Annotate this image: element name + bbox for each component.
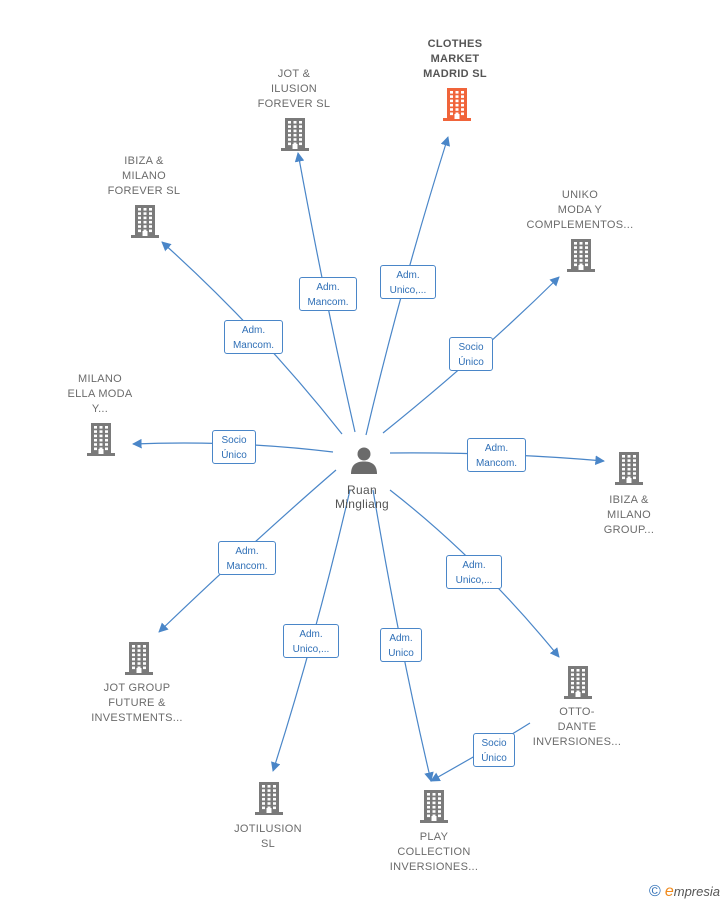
- company-label-clothes-market[interactable]: CLOTHES MARKET MADRID SL: [423, 38, 487, 80]
- building-icon: [281, 118, 309, 151]
- company-node-ibiza-milano-group[interactable]: [613, 451, 645, 490]
- relation-label-jot-ilusion[interactable]: Adm. Mancom.: [299, 277, 357, 311]
- relation-label-ibiza-milano-group[interactable]: Adm. Mancom.: [467, 438, 526, 472]
- relation-label-otto-dante[interactable]: Adm. Unico,...: [446, 555, 502, 589]
- company-label-play-collection[interactable]: PLAY COLLECTION INVERSIONES...: [389, 831, 479, 873]
- person-name[interactable]: Ruan Mingliang: [334, 483, 390, 511]
- building-icon: [443, 88, 471, 121]
- company-node-jot-group[interactable]: [123, 641, 155, 680]
- building-icon: [131, 205, 159, 238]
- company-label-ibiza-milano-group[interactable]: IBIZA & MILANO GROUP...: [603, 494, 655, 536]
- building-icon: [255, 782, 283, 815]
- person-node[interactable]: [349, 445, 379, 480]
- company-node-clothes-market[interactable]: [441, 87, 473, 126]
- company-node-jotilusion[interactable]: [253, 781, 285, 820]
- company-label-uniko[interactable]: UNIKO MODA Y COMPLEMENTOS...: [526, 189, 634, 231]
- company-node-ibiza-milano-forever[interactable]: [129, 204, 161, 243]
- empresia-logo: empresia: [664, 883, 720, 900]
- person-icon: [351, 447, 377, 474]
- company-node-otto-dante[interactable]: [562, 665, 594, 704]
- building-icon: [125, 642, 153, 675]
- company-label-otto-dante[interactable]: OTTO- DANTE INVERSIONES...: [532, 706, 622, 748]
- company-node-milano-ella[interactable]: [85, 422, 117, 461]
- footer-brand: ©empresia: [649, 883, 720, 901]
- company-node-uniko[interactable]: [565, 238, 597, 277]
- relation-label-jotilusion[interactable]: Adm. Unico,...: [283, 624, 339, 658]
- relation-label-uniko[interactable]: Socio Único: [449, 337, 493, 371]
- relation-label-jot-group[interactable]: Adm. Mancom.: [218, 541, 276, 575]
- relation-label-clothes-market[interactable]: Adm. Unico,...: [380, 265, 436, 299]
- relation-label-play-collection[interactable]: Socio Único: [473, 733, 515, 767]
- building-icon: [564, 666, 592, 699]
- company-node-jot-ilusion[interactable]: [279, 117, 311, 156]
- copyright-icon: ©: [649, 883, 661, 900]
- building-icon: [567, 239, 595, 272]
- building-icon: [87, 423, 115, 456]
- company-label-jot-group[interactable]: JOT GROUP FUTURE & INVESTMENTS...: [91, 682, 183, 724]
- company-label-milano-ella[interactable]: MILANO ELLA MODA Y...: [67, 373, 133, 415]
- building-icon: [420, 790, 448, 823]
- company-label-jotilusion[interactable]: JOTILUSION SL: [234, 823, 302, 850]
- relation-label-play-collection[interactable]: Adm. Unico: [380, 628, 422, 662]
- building-icon: [615, 452, 643, 485]
- relation-label-milano-ella[interactable]: Socio Único: [212, 430, 256, 464]
- company-node-play-collection[interactable]: [418, 789, 450, 828]
- company-label-jot-ilusion[interactable]: JOT & ILUSION FOREVER SL: [257, 68, 331, 110]
- company-label-ibiza-milano-forever[interactable]: IBIZA & MILANO FOREVER SL: [107, 155, 181, 197]
- relation-label-ibiza-milano-forever[interactable]: Adm. Mancom.: [224, 320, 283, 354]
